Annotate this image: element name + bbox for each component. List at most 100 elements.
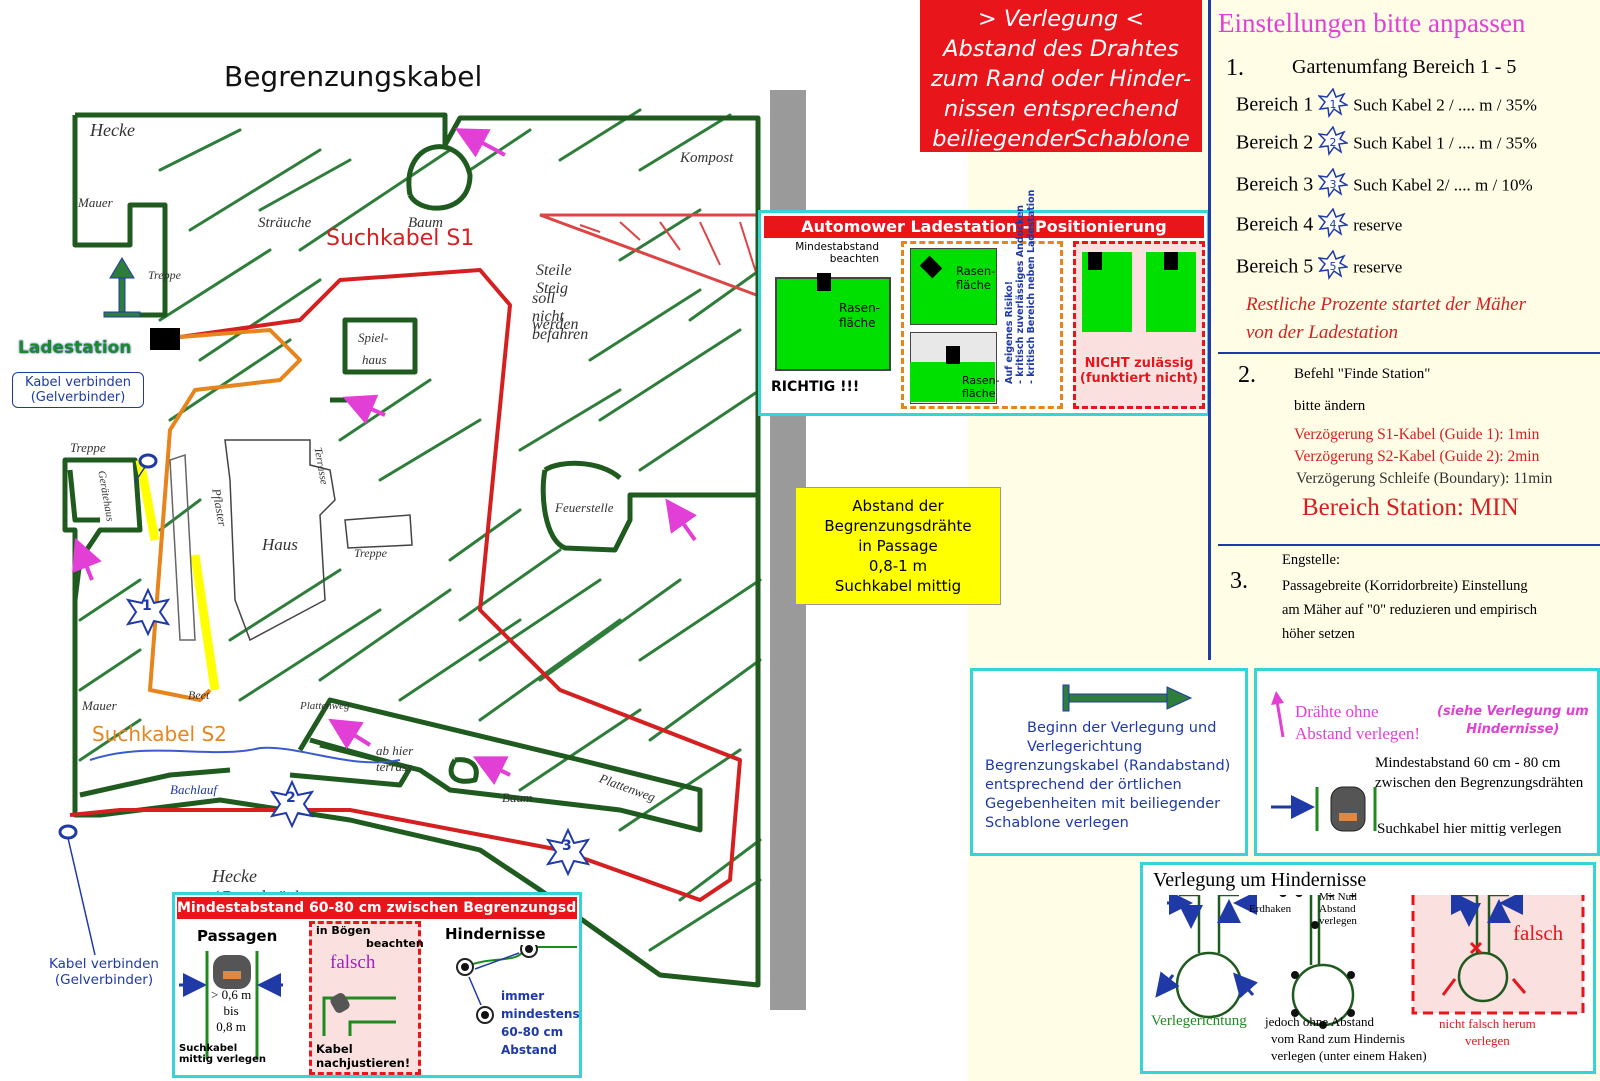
verlegung-line3: zum Rand oder Hinder- [930,66,1192,92]
hw-baum: Baum [408,215,443,231]
hw-spielhaus-1: Spiel- [358,330,389,345]
boundary-wire [62,112,761,988]
magenta-arrows [72,128,697,786]
bereich-station: Bereich Station: MIN [1302,494,1519,521]
immer4: Abstand [501,1043,557,1057]
star-5-number: 5 [1330,260,1337,273]
passage-highlight [135,459,220,691]
hw-ab-hier: ab hier terrass. [376,743,416,774]
restliche-1: Restliche Prozente startet der Mäher [1246,294,1527,315]
beachten-text: beachten [829,253,879,265]
star-1-number: 1 [1330,98,1337,111]
bereich-5-row: Bereich 5 5 reserve [1236,249,1403,286]
passage-3: höher setzen [1282,626,1355,642]
bereich-1-label: Bereich 1 [1236,93,1314,116]
verlegung-box: > Verlegung < Abstand des Drahtes zum Ra… [920,0,1202,152]
nicht-falsch-1: nicht falsch herum [1439,1016,1536,1031]
star-2-number: 2 [1330,136,1337,149]
nicht-falsch-2: verlegen [1464,1033,1510,1048]
bereich-5-label: Bereich 5 [1236,255,1314,278]
bereich-1-text: Such Kabel 2 / .... m / 35% [1353,95,1537,115]
divider-3 [1218,544,1600,546]
risiko3: - kritisch Bereich neben Ladestation [1026,189,1037,384]
hindernisse-label: Hindernisse [445,925,546,943]
engstelle: Engstelle: [1282,552,1340,568]
immer1: immer [501,989,545,1003]
hw-steile-1: Steile Steig [536,262,572,297]
draehte-box: Drähte ohne Abstand verlegen! (siehe Ver… [1254,668,1600,856]
station-icon-5 [1164,252,1178,270]
nicht-zulaessig-text: NICHT zulässig (funktiert nicht) [1076,356,1202,386]
verzoegerung-s1: Verzögerung S1-Kabel (Guide 1): 1min [1294,426,1540,443]
beginn-l5: Gegebenheiten mit beiliegender [985,796,1221,812]
kabel-verbinden-1: Kabel verbinden [25,375,131,390]
draehte-d2: Abstand verlegen! [1295,724,1421,743]
connector-1 [138,453,158,469]
immer3: 60-80 cm [501,1025,564,1039]
kabel-verbinden-2-callout: Kabel verbinden (Gelverbinder) [38,956,170,988]
suchkabel-mittig: Suchkabel hier mittig verlegen [1377,821,1562,837]
star-1-icon: 1 [1317,87,1350,124]
plan-title: Begrenzungskabel [224,60,483,93]
passagen-diagram [179,951,283,1059]
plan-star-3-number: 3 [562,838,572,854]
mit2: Abstand [1319,903,1356,915]
m08: 0,8 m [216,1019,246,1034]
hw-spielhaus-2: haus [362,352,387,367]
hw-plattenweg-1: Plattenweg [300,700,350,712]
suchkabel-s1-line [69,268,742,902]
plan-stars [125,587,591,877]
ladestation-mindestabstand: Mindestabstand beachten [769,241,879,265]
bereich-2-row: Bereich 2 2 Such Kabel 1 / .... m / 35% [1236,125,1537,162]
bereich-5-text: reserve [1353,257,1403,277]
bereich-2-text: Such Kabel 1 / .... m / 35% [1353,133,1537,153]
house-outline [169,439,413,642]
rasen3: Rasen-fläche [962,374,1000,400]
hw-steile-2: soll nicht befahren [532,290,589,343]
abstand-box: Abstand der Begrenzungsdrähte in Passage… [795,487,1001,605]
star-4-icon: 4 [1317,207,1350,244]
bis: bis [223,1003,239,1018]
siehe-s2: Hindernisse) [1466,722,1560,737]
mit3: verlegen [1319,915,1357,927]
hindernisse-title: Verlegung um Hindernisse [1153,869,1367,891]
immer-text: immer mindestens 60-80 cm Abstand [501,987,580,1059]
verzoegerung-s2: Verzögerung S2-Kabel (Guide 2): 2min [1294,448,1540,465]
beginn-arrow-icon [1062,684,1193,712]
abstand-l4: 0,8-1 m [868,557,928,575]
beginn-l3: Begrenzungskabel (Randabstand) [985,758,1231,774]
rasen3b: fläche [962,387,996,400]
nicht-falsch-text: nicht falsch herum verlegen [1439,1015,1536,1049]
kabel-verbinden-2: Kabel verbinden [49,956,159,972]
hw-baum2: Baum [502,790,533,805]
inboegen2: beachten [366,937,424,950]
kabel2: nachjustieren! [316,1056,411,1070]
jedoch1: jedoch ohne Abstand [1265,1014,1375,1029]
hw-beet: Beet [188,688,210,702]
verlegerichtung: Verlegerichtung [1151,1013,1247,1029]
draehte-d1: Drähte ohne [1295,702,1379,721]
star-3-icon: 3 [1317,167,1350,204]
rasen1b: fläche [839,316,876,330]
hw-steile-3: werden [532,316,579,333]
station-icon-1 [817,273,831,291]
hw-haus: Haus [262,535,298,554]
bereich-4-label: Bereich 4 [1236,213,1314,236]
divider-2 [1218,352,1600,354]
ladestation-box-title: Automower Ladestation - Positionierung [764,216,1204,238]
rasen-panel-1 [775,277,891,371]
boegen-falsch: falsch [330,952,376,973]
nicht-zulaessig-panel: NICHT zulässig (funktiert nicht) [1073,241,1205,409]
passage-mower-icon [1271,786,1377,832]
kabel-verbinden-1-callout: Kabel verbinden (Gelverbinder) [12,372,144,408]
risiko1: Auf eigenes Risiko! [1004,280,1015,384]
plan-star-2-number: 2 [286,790,296,806]
befehl: Befehl "Finde Station" [1294,366,1431,382]
beginn-box: Beginn der Verlegung und Verlegerichtung… [970,668,1248,856]
hw-mauer: Mauer [78,195,113,210]
boegen-panel: in Bögen beachten falsch Kabel nachjusti… [309,921,424,1075]
rasen-panel-3-green [910,362,995,402]
mit-null: Mit Null Abstand verlegen [1319,891,1357,927]
immer2: mindestens [501,1007,580,1021]
rasen2a: Rasen- [956,264,996,278]
